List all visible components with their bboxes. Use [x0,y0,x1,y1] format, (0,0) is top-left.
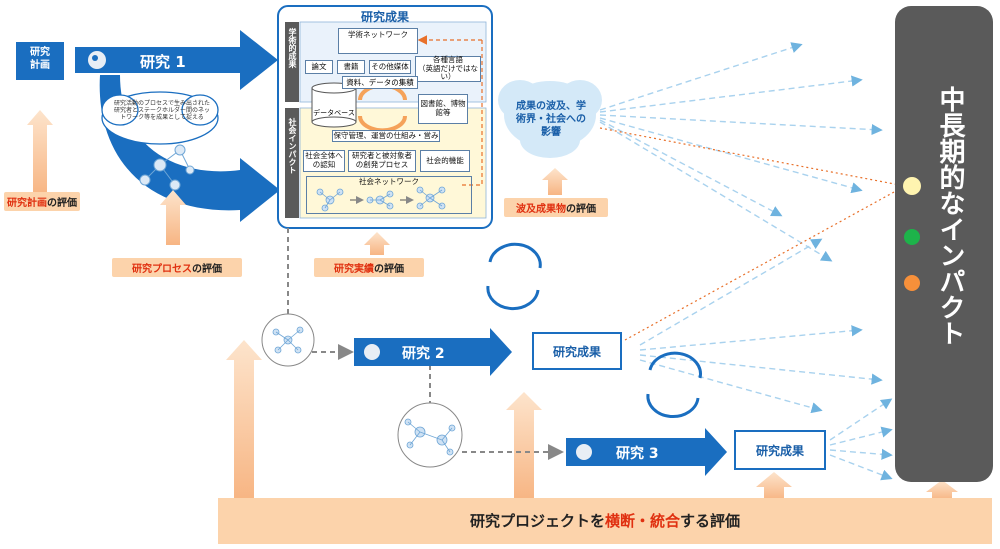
network-graph-1 [139,144,195,191]
process-cloud [101,91,219,145]
bottom-banner-text: 研究プロジェクトを横断・統合する評価 [469,512,741,530]
impact-dot-yellow [903,177,921,195]
results-title: 研究成果 [360,10,409,24]
impact-title: 中長期的なインパクト [935,86,965,346]
cycle-arrows-blue [486,242,702,419]
cloud-text: 研究活動のプロセスで生み出された研究者とステークホルダー間のネットワーク等を成果… [113,100,210,122]
impact-links [599,127,908,341]
result3-box: 研究成果 [734,430,826,470]
plan-box [16,42,64,80]
research3-arrow [566,428,727,476]
item-languages: 各種言語 （英語だけではない） [415,55,481,82]
preservation: 保守管理、運営の仕組み・営み [332,130,440,142]
database-cylinder [311,82,357,128]
research1-label: 研究 1 [140,53,186,71]
network-circle-3 [397,402,463,468]
impact-dot-green [904,229,920,245]
data-collect: 資料、データの集積 [342,76,418,89]
result2-box: 研究成果 [532,332,622,370]
database-label: データベース [313,109,355,117]
eval-ripple: 波及成果物の評価 [504,198,608,217]
impact-column [895,6,993,482]
network-circle-2 [261,313,315,367]
bottom-banner [218,498,992,544]
item-books: 書籍 [337,60,365,74]
ripple-arrows [599,42,893,481]
eval-plan: 研究計画の評価 [4,192,80,211]
plan-label: 研究 計画 [30,47,50,71]
social-item-emergent: 研究者と被対象者の創発プロセス [348,150,416,172]
archives: 図書館、博物館等 [418,94,468,124]
grey-connectors [287,228,564,460]
ripple-text: 成果の波及、学術界・社会への影響 [516,101,586,138]
eval-process: 研究プロセスの評価 [112,258,242,277]
research3-label: 研究 3 [616,446,659,462]
side-social: 社会インパクト [288,118,297,174]
social-item-function: 社会的機能 [420,150,470,172]
eval-results: 研究実績の評価 [314,258,424,277]
social-network-graphs [316,186,446,212]
social-item-awareness: 社会全体への認知 [303,150,345,172]
item-papers: 論文 [305,60,333,74]
item-other-media: その他媒体 [369,60,411,74]
research1-arrow [75,30,278,90]
research2-label: 研究 2 [402,346,445,362]
research2-arrow [354,328,512,376]
impact-dot-orange [904,275,920,291]
social-network-box: 社会ネットワーク [306,176,472,214]
research1-curve-arrow [99,75,280,222]
eval-arrows [27,110,958,500]
head-icon [88,51,106,69]
ripple-cloud [498,80,602,158]
side-academic: 学術的成果 [288,28,297,68]
academic-network: 学術ネットワーク [338,28,418,54]
